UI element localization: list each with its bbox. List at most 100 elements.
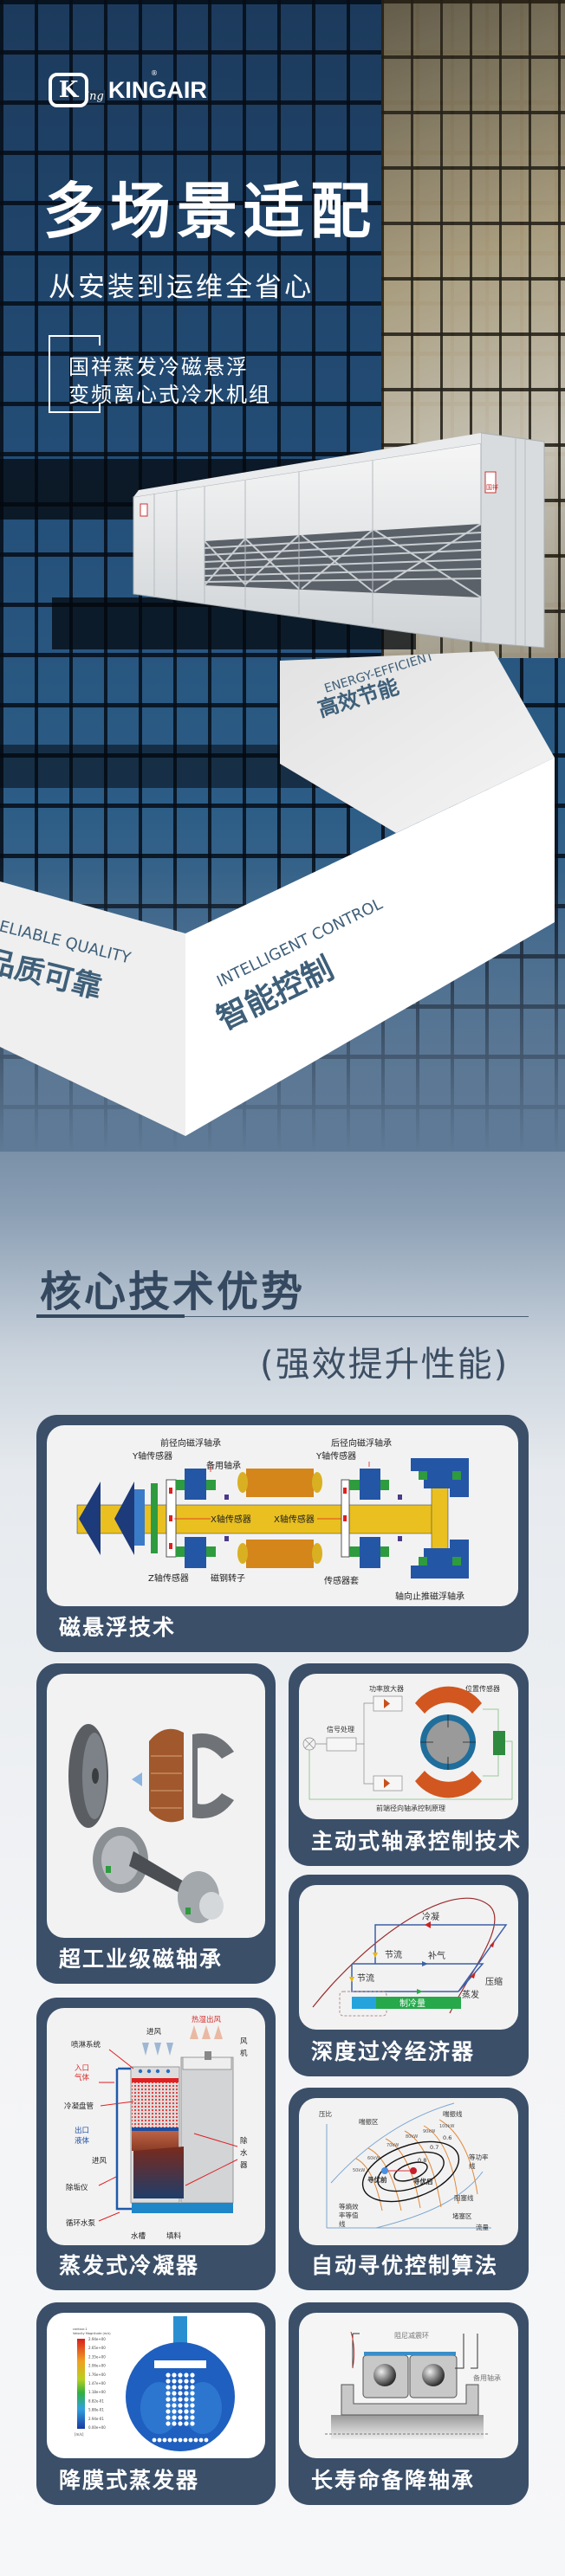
- label-fan-1: 风: [240, 2037, 248, 2046]
- position-sensor: [493, 1731, 505, 1755]
- ball: [373, 2364, 396, 2386]
- legend-value: 0.00e+00: [88, 2425, 106, 2430]
- eff-08: 0.8: [418, 2157, 426, 2164]
- section-divider: [36, 1316, 529, 1317]
- eff-07: 0.7: [430, 2144, 438, 2151]
- hero-title: 多场景适配: [43, 176, 377, 247]
- point-before: [381, 2167, 388, 2174]
- label-front-radial: 前径向磁浮轴承: [160, 1437, 221, 1449]
- capacity-bar: [376, 1997, 461, 2009]
- damping-ring: [364, 2352, 456, 2355]
- section-divider-accent: [36, 1314, 185, 1318]
- tube: [190, 2379, 195, 2384]
- card-active-control: 功率放大器 位置传感器 信号处理 前端径向轴承控制原理 主动式轴承控制技术: [289, 1663, 529, 1866]
- bracket-tick: [99, 335, 101, 345]
- tube: [184, 2397, 189, 2402]
- tube: [172, 2391, 177, 2396]
- label-eliminator-2: 水: [240, 2148, 248, 2158]
- tube: [183, 2437, 188, 2443]
- label-condense: 冷凝: [422, 1911, 439, 1922]
- product-name-line-1: 国祥蒸发冷磁悬浮: [68, 355, 249, 379]
- backup-bearing-diagram: 阻尼减震环 备用轴承: [299, 2313, 518, 2458]
- tube: [172, 2379, 177, 2384]
- tube: [178, 2421, 183, 2426]
- stator-bottom: [415, 1771, 482, 1798]
- fan-section: [180, 2056, 234, 2204]
- label-fill: 填料: [166, 2231, 182, 2241]
- tube: [166, 2409, 171, 2414]
- surge-line: [330, 2102, 455, 2184]
- control-diagram: 功率放大器 位置传感器 信号处理 前端径向轴承控制原理: [299, 1674, 518, 1819]
- tube: [178, 2437, 183, 2443]
- fill-media: [133, 2147, 184, 2198]
- tube: [184, 2415, 189, 2420]
- color-legend: [77, 2339, 85, 2429]
- tube: [188, 2437, 193, 2443]
- label-rotor: 磁钢转子: [211, 1572, 245, 1584]
- tube: [178, 2397, 183, 2402]
- evaporative-chiller-unit: 国祥: [133, 432, 545, 649]
- hero-subtitle: 从安装到运维全省心: [49, 272, 314, 303]
- label-evaporate: 蒸发: [462, 1989, 479, 2000]
- legend-unit: [m/s]: [75, 2432, 84, 2437]
- label-choke-zone: 堵塞区: [452, 2211, 472, 2220]
- tube: [178, 2415, 183, 2420]
- maglev-diagram: 前径向磁浮轴承 Y轴传感器 备用轴承 后径向磁浮轴承 Y轴传感器 Z轴传感器 磁…: [47, 1425, 518, 1606]
- card-label: 自动寻优控制算法: [311, 2253, 499, 2278]
- label-iso-eff-1: 等熵效: [339, 2202, 359, 2211]
- label-gas-in-1: 入口: [75, 2064, 89, 2073]
- axis-label-y: 压比: [319, 2109, 332, 2118]
- tube: [184, 2385, 189, 2390]
- legend-value: 1.76e+00: [88, 2373, 106, 2377]
- tube: [178, 2385, 183, 2390]
- condensing-coil: [132, 2082, 179, 2127]
- kw-80: 80kW: [406, 2134, 418, 2140]
- tube: [190, 2403, 195, 2408]
- water-basin: [132, 2203, 233, 2213]
- card-label: 长寿命备降轴承: [311, 2468, 476, 2493]
- tube: [172, 2415, 177, 2420]
- label-axial-thrust: 轴向止推磁浮轴承: [395, 1591, 464, 1602]
- label-rear-radial: 后径向磁浮轴承: [331, 1437, 392, 1449]
- label-coil: 冷凝盘管: [64, 2101, 94, 2111]
- section-subtitle: (强效提升性能): [260, 1345, 510, 1385]
- tube: [172, 2373, 177, 2378]
- ribbon-face-energy: [280, 651, 555, 833]
- bracket-frame: [49, 335, 101, 413]
- label-pump: 循环水泵: [66, 2218, 96, 2228]
- floor-shadow: [0, 745, 329, 788]
- label-y-sensor-front: Y轴传感器: [132, 1450, 172, 1462]
- axis-label-x: 流量: [476, 2223, 489, 2231]
- tube: [178, 2391, 183, 2396]
- legend-value: 2.06e+00: [88, 2364, 106, 2368]
- label-gas-in-2: 气体: [75, 2073, 90, 2082]
- compressor-map: 压比 流量 喘振区 喘振线 等功率 线 阻塞线 堵塞区 等熵效 率等值 线 寻优…: [299, 2098, 518, 2245]
- label-iso-eff-2: 率等值: [339, 2211, 359, 2219]
- label-capacity: 制冷量: [399, 1998, 425, 2009]
- legend-value: 1.47e+00: [88, 2381, 106, 2386]
- tube: [152, 2437, 157, 2443]
- label-damping-ring: 阻尼减震环: [394, 2331, 429, 2340]
- card-label: 超工业级磁轴承: [59, 1947, 224, 1972]
- tube: [166, 2415, 171, 2420]
- label-spray: 喷淋系统: [71, 2040, 101, 2050]
- ribbon-face-control: [185, 758, 555, 1136]
- logo-mark: K: [49, 73, 88, 107]
- label-throttle-2: 节流: [357, 1972, 374, 1984]
- tube: [198, 2437, 204, 2443]
- label-x-sensor-2: X轴传感器: [274, 1514, 315, 1525]
- bracket-tick: [99, 403, 101, 413]
- legend-value: 5.88e-01: [88, 2408, 104, 2412]
- fan-motor: [205, 2051, 211, 2060]
- impeller-1: [79, 1482, 101, 1555]
- tube: [190, 2385, 195, 2390]
- tube: [166, 2403, 171, 2408]
- point-after: [410, 2167, 417, 2174]
- tube: [193, 2437, 198, 2443]
- condenser-diagram: 热湿出风 进风 喷淋系统 风 机 入口 气体 冷凝盘管 出口 液体 进风 除 水…: [47, 2008, 265, 2245]
- kw-70: 70kW: [386, 2143, 399, 2148]
- bearing-render: [47, 1674, 265, 1938]
- card-auto-optimize: 压比 流量 喘振区 喘振线 等功率 线 阻塞线 堵塞区 等熵效 率等值 线 寻优…: [289, 2088, 529, 2290]
- legend-value: 2.35e+00: [88, 2354, 106, 2359]
- legend-value: 2.94e+00: [88, 2337, 106, 2341]
